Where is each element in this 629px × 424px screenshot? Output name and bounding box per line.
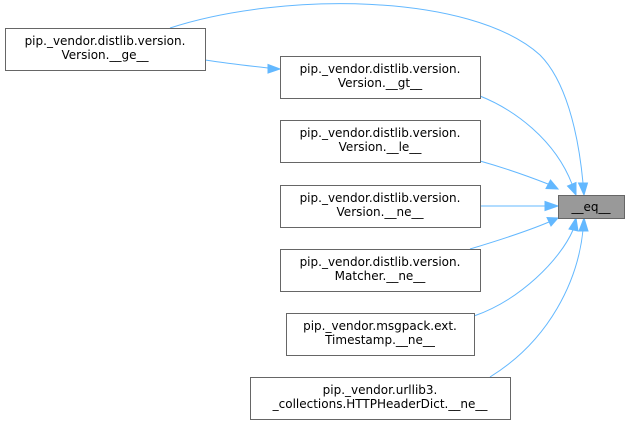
node-label-line: _collections.HTTPHeaderDict.__ne__ <box>272 397 489 411</box>
node-label-line: pip._vendor.msgpack.ext. <box>303 319 457 333</box>
edge-line <box>489 229 584 378</box>
node-label-line: Version.__ge__ <box>62 48 150 62</box>
node-label-line: pip._vendor.distlib.version. <box>300 191 461 205</box>
edge-matcher-ne-to-eq <box>469 216 560 250</box>
node-timestamp-ne[interactable]: pip._vendor.msgpack.ext.Timestamp.__ne__ <box>286 313 475 356</box>
edge-arrowhead <box>566 181 577 197</box>
edge-timestamp-ne-to-eq <box>473 216 579 317</box>
node-label-line: pip._vendor.distlib.version. <box>300 255 461 269</box>
node-box <box>280 185 481 228</box>
node-label-line: pip._vendor.distlib.version. <box>300 62 461 76</box>
node-label-line: Timestamp.__ne__ <box>324 333 436 347</box>
node-label-line: Matcher.__ne__ <box>335 269 427 283</box>
edge-arrowhead <box>545 179 560 190</box>
edge-line <box>169 3 584 184</box>
edge-ge-to-gt <box>204 59 282 74</box>
node-ge[interactable]: pip._vendor.distlib.version.Version.__ge… <box>5 28 206 71</box>
node-httpheaderdict-ne[interactable]: pip._vendor.urllib3._collections.HTTPHea… <box>250 377 511 420</box>
node-box <box>280 120 481 163</box>
edge-arrowhead <box>267 63 282 74</box>
nodes-layer: pip._vendor.distlib.version.Version.__ge… <box>5 28 625 420</box>
node-box <box>280 249 481 292</box>
edge-line <box>469 221 550 250</box>
edge-httpheaderdict-ne-to-eq <box>489 216 589 378</box>
edge-gt-to-eq <box>479 95 577 197</box>
node-label-line: Version.__gt__ <box>338 76 423 90</box>
edge-line <box>479 160 549 185</box>
node-label-line: Version.__le__ <box>339 140 423 154</box>
edges-layer <box>169 3 589 378</box>
node-box <box>5 28 206 71</box>
edge-arrowhead <box>577 182 589 197</box>
node-label-line: pip._vendor.distlib.version. <box>300 126 461 140</box>
edge-arrowhead <box>546 216 560 227</box>
edge-ge-to-eq <box>169 3 589 197</box>
node-box <box>250 377 511 420</box>
node-box <box>280 56 481 99</box>
edge-line <box>204 59 269 69</box>
node-label-line: Version.__ne__ <box>337 205 425 219</box>
target-node-label: __eq__ <box>571 200 612 214</box>
edge-arrowhead <box>578 216 589 232</box>
node-le[interactable]: pip._vendor.distlib.version.Version.__le… <box>280 120 481 163</box>
node-target-eq[interactable]: __eq__ <box>558 195 625 219</box>
edge-line <box>479 95 573 185</box>
edge-arrowhead <box>544 200 560 212</box>
node-label-line: pip._vendor.urllib3. <box>323 383 438 397</box>
node-box <box>286 313 475 356</box>
edge-arrowhead <box>568 216 579 232</box>
node-gt[interactable]: pip._vendor.distlib.version.Version.__gt… <box>280 56 481 99</box>
node-matcher-ne[interactable]: pip._vendor.distlib.version.Matcher.__ne… <box>280 249 481 292</box>
edge-le-to-eq <box>479 160 560 190</box>
edge-ne-to-eq <box>480 200 560 212</box>
node-label-line: pip._vendor.distlib.version. <box>25 34 186 48</box>
node-ne[interactable]: pip._vendor.distlib.version.Version.__ne… <box>280 185 481 228</box>
target-node-box <box>558 195 625 219</box>
edge-line <box>473 229 574 317</box>
